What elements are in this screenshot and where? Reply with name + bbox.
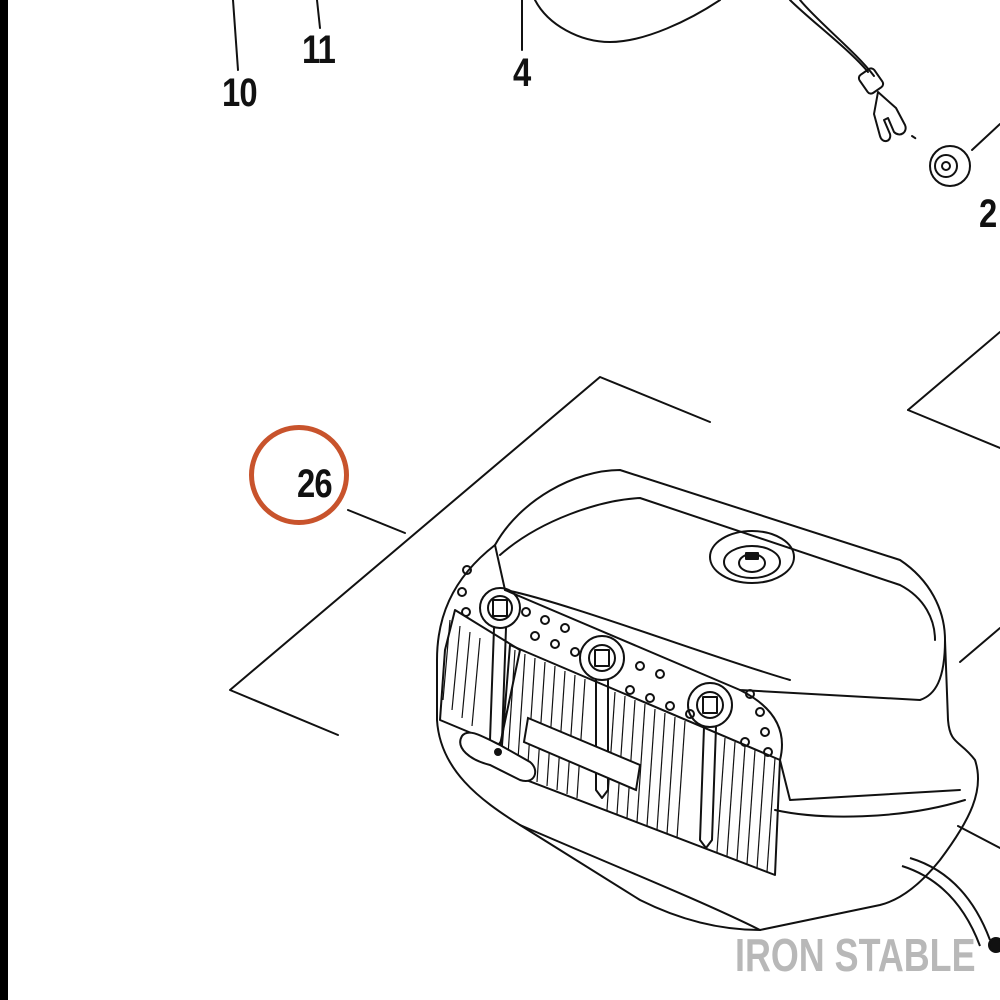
- cable-crimp: [857, 67, 885, 95]
- leader-line-11: [316, 0, 321, 29]
- mounting-plate-outline: [229, 376, 711, 736]
- fringe-hatching: [442, 619, 776, 873]
- watermark: IRON STABLE: [735, 929, 976, 981]
- dash-connector: [911, 135, 919, 141]
- right-fragment-bottom: [907, 409, 1000, 449]
- grommet-hole: [941, 161, 951, 171]
- body-belt-line: [779, 759, 961, 801]
- leader-line-10: [232, 0, 239, 71]
- grommet-outer: [929, 145, 971, 187]
- cable-lower: [799, 0, 875, 77]
- part-4-outline: [534, 0, 721, 43]
- right-bracket-line-2: [957, 825, 1000, 849]
- lid-seam: [504, 589, 791, 681]
- fringe-front: [499, 644, 781, 876]
- lock-ring: [723, 545, 781, 579]
- mounting-tab-hole: [494, 748, 502, 756]
- lid-top-bevel: [499, 497, 936, 641]
- cable-bottom-1: [909, 857, 991, 941]
- fringe-bar: [522, 716, 642, 792]
- cable-bottom-2: [901, 865, 981, 947]
- body-lower-seam: [774, 799, 966, 818]
- lid-corner-curve: [739, 689, 783, 761]
- lock-outer: [709, 530, 795, 584]
- concho-left: [479, 587, 521, 629]
- grommet-inner: [934, 154, 958, 178]
- right-fragment-top: [907, 331, 1000, 411]
- mounting-tab: [459, 731, 537, 782]
- lock-keyhole: [745, 552, 759, 560]
- cable-upper: [789, 0, 869, 73]
- saddlebag-body: [436, 469, 980, 931]
- fork-terminal: [873, 91, 907, 142]
- leader-line-26: [347, 509, 406, 534]
- leader-line-2: [971, 123, 1000, 151]
- callout-4: 4: [513, 51, 531, 95]
- left-edge-bar: [0, 0, 8, 1000]
- highlight-ring: [249, 425, 349, 525]
- strap-right: [699, 726, 717, 849]
- saddlebag-lid-front-edge: [494, 544, 946, 701]
- concho-right: [687, 682, 733, 728]
- callout-11: 11: [302, 28, 336, 72]
- concho-center: [579, 635, 625, 681]
- callout-2: 2: [979, 192, 997, 236]
- body-bottom-curve: [519, 824, 761, 931]
- cable-end: [988, 937, 1000, 953]
- strap-center: [595, 679, 609, 799]
- callout-26: 26: [297, 462, 333, 506]
- stud-row: [457, 565, 773, 757]
- callout-10: 10: [222, 71, 258, 115]
- right-bracket-line: [959, 627, 1000, 663]
